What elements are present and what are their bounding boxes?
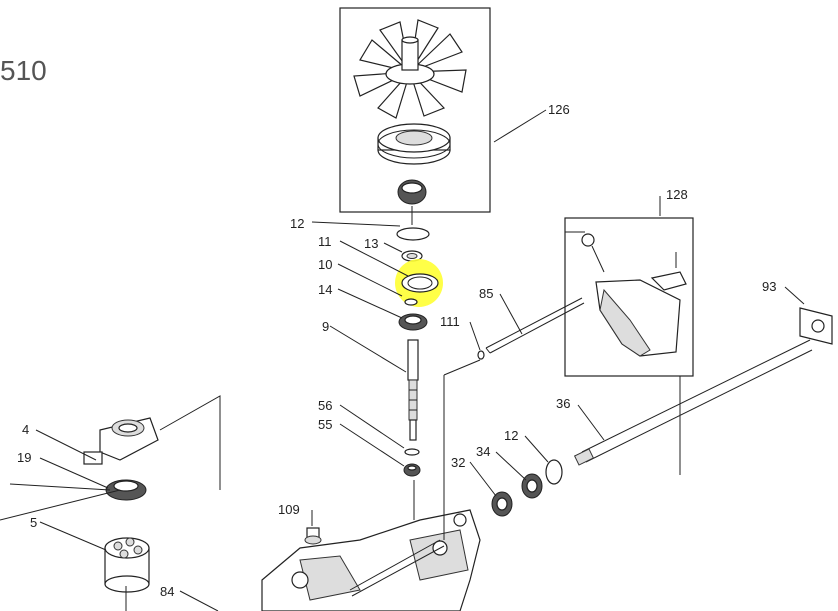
callout-10: 10 <box>318 257 332 272</box>
trunnion-housing <box>83 417 159 465</box>
bracket-line-left <box>159 395 221 490</box>
callout-leaders <box>35 109 805 611</box>
leader-extra-1 <box>0 489 121 521</box>
ring-14 <box>404 298 418 306</box>
bracket-line-mid-top <box>443 359 481 376</box>
callout-109: 109 <box>278 502 300 517</box>
fan-pulley-assembly <box>339 7 491 213</box>
callout-5: 5 <box>30 515 37 530</box>
drive-pulley <box>377 123 451 165</box>
callout-36: 36 <box>556 396 570 411</box>
callout-93: 93 <box>762 279 776 294</box>
seal-19 <box>105 479 147 501</box>
bracket-93 <box>799 307 833 345</box>
retaining-ring-12-top <box>396 227 430 241</box>
ring-56 <box>404 448 420 456</box>
leader-extra-2 <box>9 483 111 491</box>
callout-19: 19 <box>17 450 31 465</box>
cooling-fan <box>353 19 467 119</box>
callout-9: 9 <box>322 319 329 334</box>
shaft-85 <box>485 297 585 354</box>
axle-shaft-36 <box>573 339 813 466</box>
input-shaft <box>407 339 419 441</box>
callout-85: 85 <box>479 286 493 301</box>
retaining-ring-12-lower <box>545 459 563 485</box>
bearing-32 <box>491 491 513 517</box>
diagram-title-fragment: 510 <box>0 55 47 86</box>
callout-13: 13 <box>364 236 378 251</box>
fan-hub <box>397 179 427 205</box>
callout-4: 4 <box>22 422 29 437</box>
seal-10-inner <box>407 276 433 290</box>
callout-111: 111 <box>440 314 460 329</box>
callout-55: 55 <box>318 417 332 432</box>
cylinder-block-5 <box>104 537 150 593</box>
callout-126: 126 <box>548 102 570 117</box>
plug-109 <box>304 527 322 545</box>
control-arm-assembly <box>564 217 694 377</box>
callout-34: 34 <box>476 444 490 459</box>
ring-111 <box>477 350 485 360</box>
callout-32: 32 <box>451 455 465 470</box>
bearing-9 <box>398 313 428 331</box>
callout-128: 128 <box>666 187 688 202</box>
callout-56: 56 <box>318 398 332 413</box>
callout-12-top: 12 <box>290 216 304 231</box>
washer-13-hole <box>406 253 418 259</box>
callout-84: 84 <box>160 584 174 599</box>
bearing-34 <box>521 473 543 499</box>
callout-14: 14 <box>318 282 332 297</box>
callout-12-lower: 12 <box>504 428 518 443</box>
callout-11: 11 <box>318 234 332 249</box>
bearing-55 <box>403 463 421 477</box>
transmission-case <box>261 509 481 611</box>
